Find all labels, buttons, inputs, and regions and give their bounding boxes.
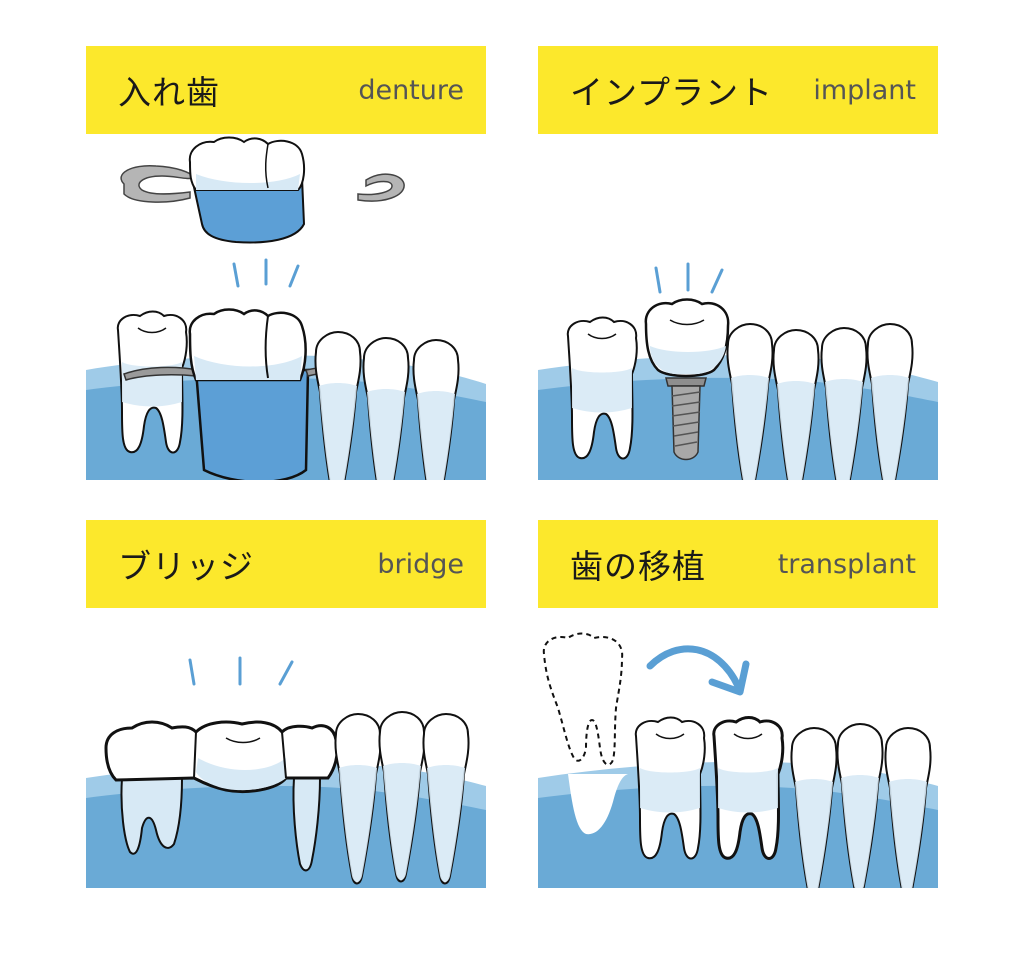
title-en-denture: denture bbox=[358, 74, 464, 106]
empty-socket bbox=[568, 774, 628, 835]
curved-arrow-icon bbox=[646, 645, 750, 696]
implant-screw bbox=[665, 377, 707, 461]
spark-lines-icon bbox=[188, 656, 294, 686]
transplant-illustration bbox=[538, 632, 938, 888]
extracted-tooth-outline bbox=[542, 632, 624, 766]
spark-lines-icon bbox=[232, 258, 300, 288]
title-ja-denture: 入れ歯 bbox=[118, 73, 220, 112]
implant-illustration bbox=[538, 262, 938, 480]
denture-illustration bbox=[86, 136, 486, 480]
title-en-bridge: bridge bbox=[377, 548, 464, 580]
spark-lines-icon bbox=[654, 262, 724, 294]
bridge-illustration bbox=[86, 656, 486, 888]
banner-implant: インプラント implant bbox=[538, 46, 938, 134]
transplanted-tooth bbox=[712, 716, 785, 860]
title-ja-transplant: 歯の移植 bbox=[570, 547, 706, 586]
title-ja-implant: インプラント bbox=[570, 73, 774, 112]
banner-bridge: ブリッジ bridge bbox=[86, 520, 486, 608]
banner-transplant: 歯の移植 transplant bbox=[538, 520, 938, 608]
title-en-transplant: transplant bbox=[777, 548, 916, 580]
title-en-implant: implant bbox=[813, 74, 916, 106]
floating-denture bbox=[120, 136, 405, 244]
title-ja-bridge: ブリッジ bbox=[118, 547, 254, 586]
banner-denture: 入れ歯 denture bbox=[86, 46, 486, 134]
